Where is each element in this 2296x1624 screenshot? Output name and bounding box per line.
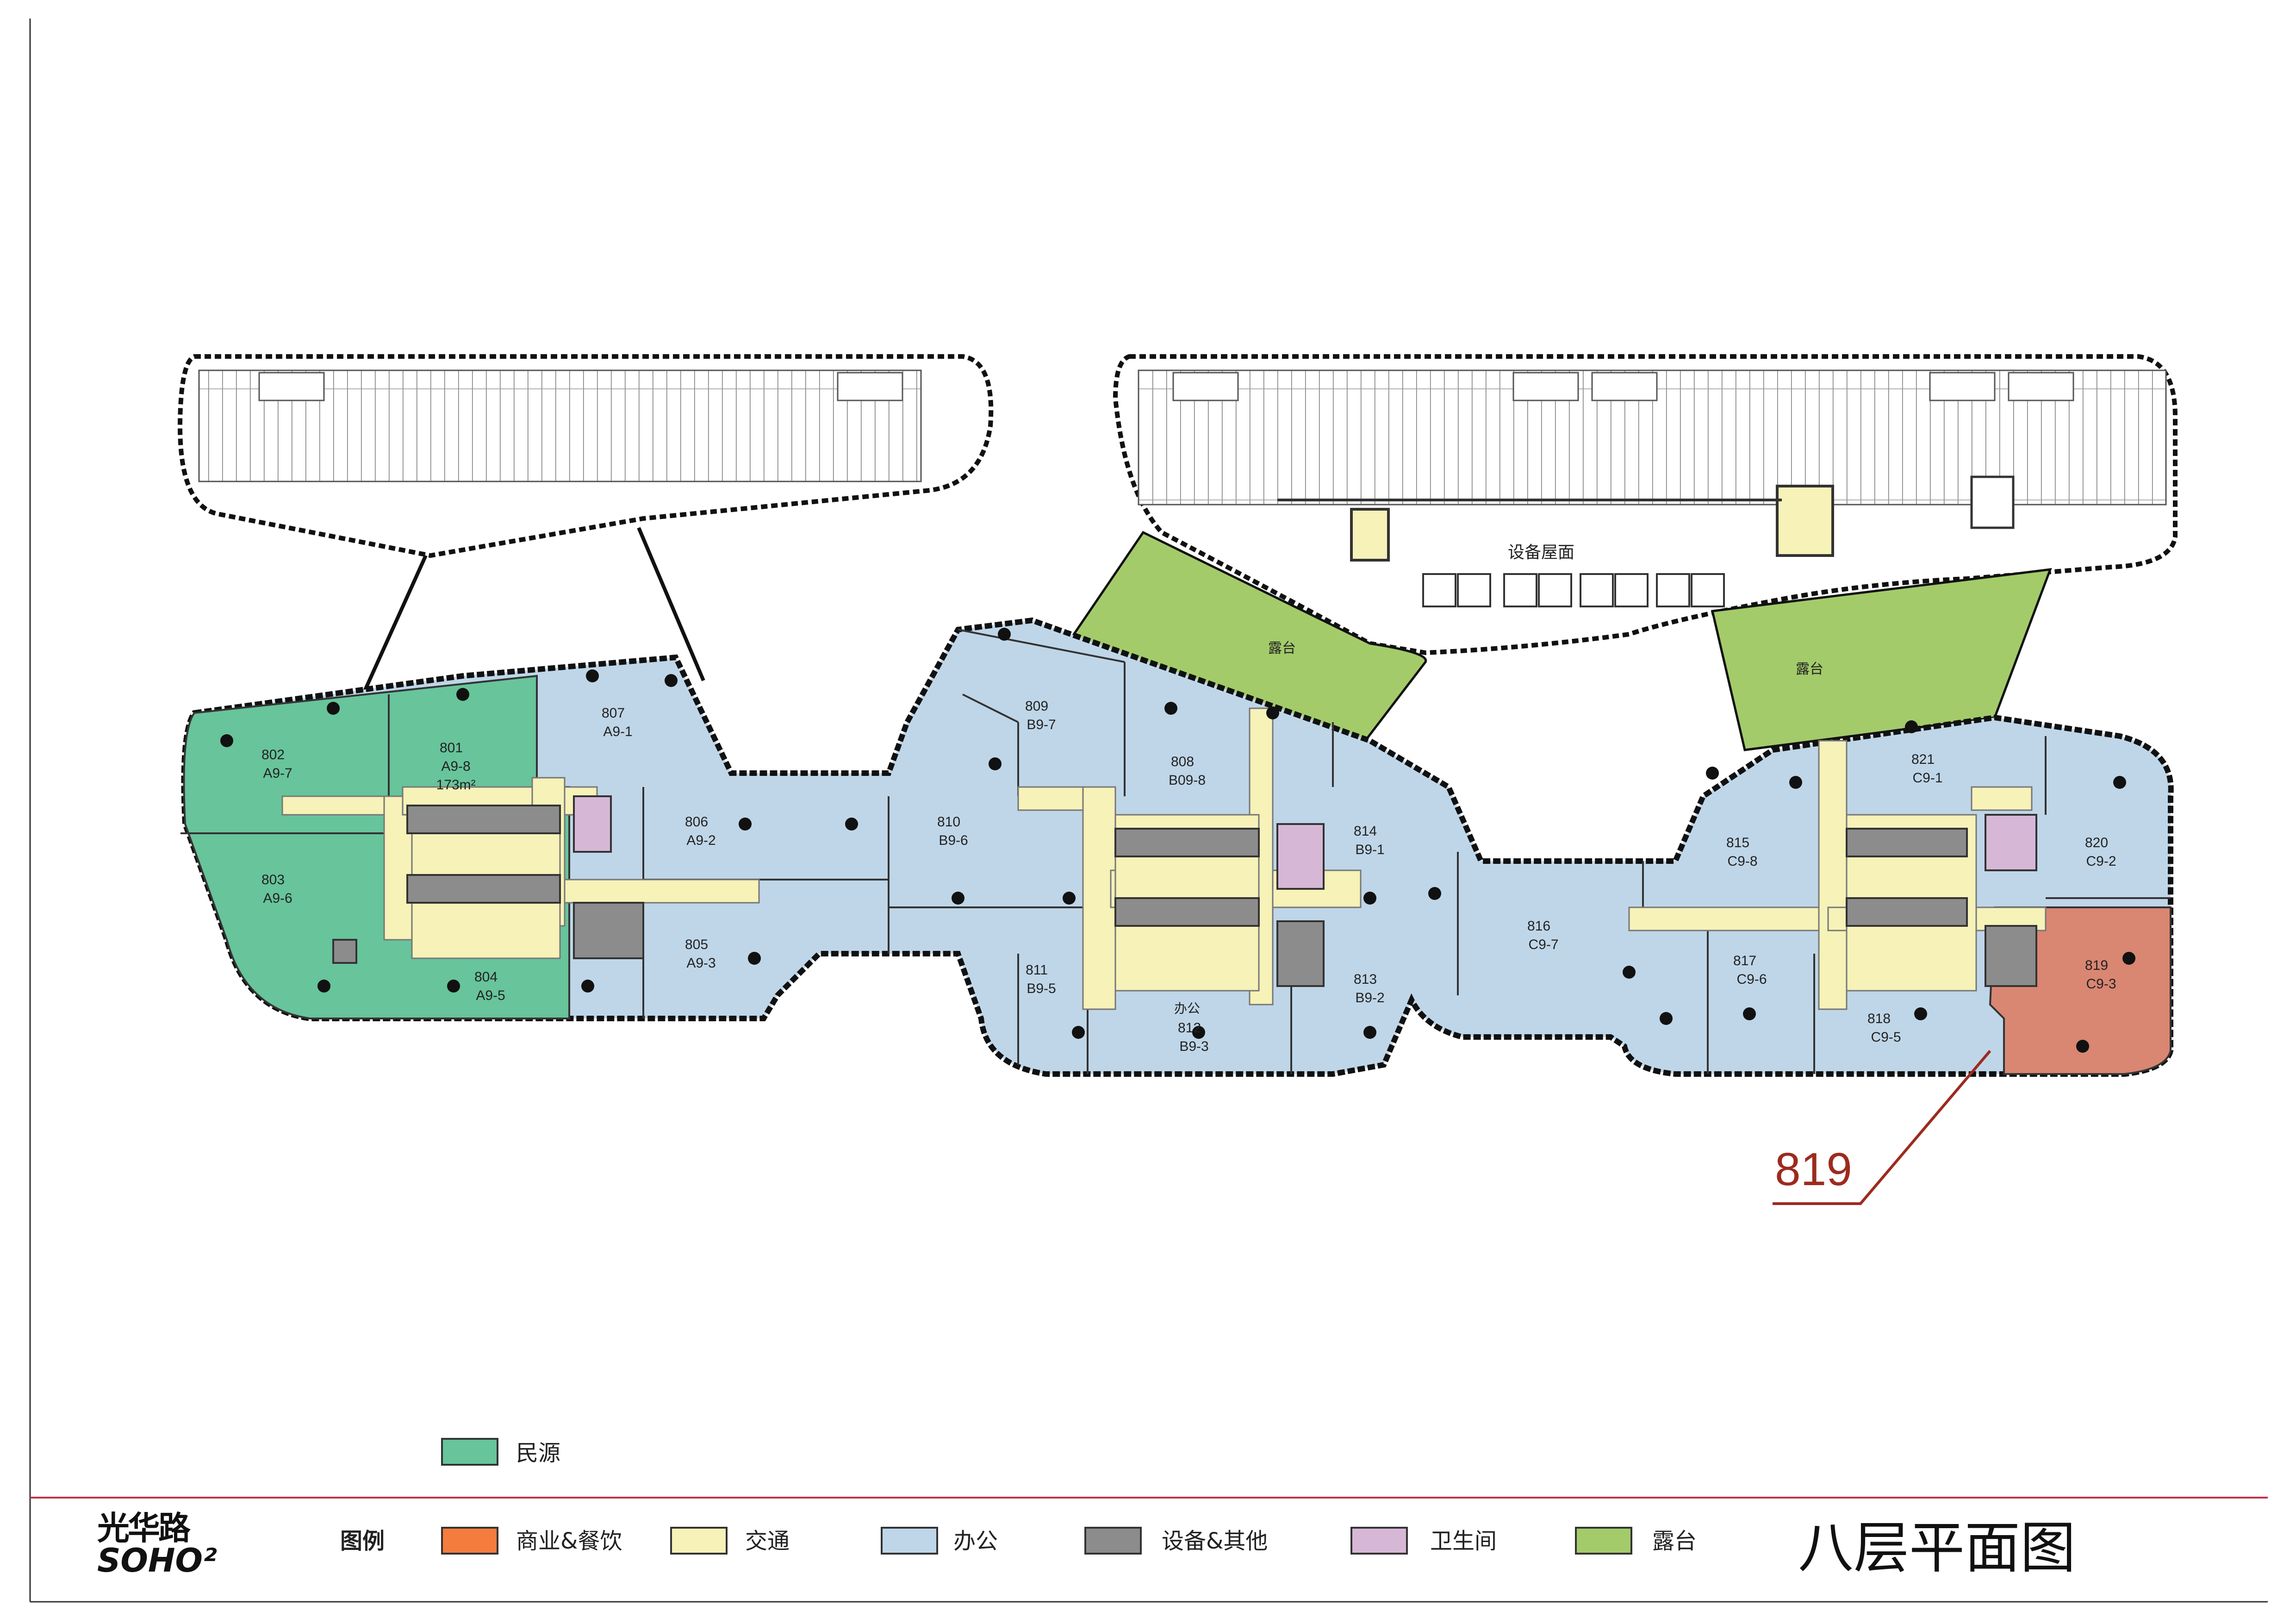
- svg-text:819: 819: [2085, 958, 2108, 973]
- floor-plate: [180, 617, 2174, 1077]
- svg-text:A9-6: A9-6: [263, 891, 292, 906]
- svg-text:办公: 办公: [953, 1528, 998, 1554]
- svg-text:光华路: 光华路: [97, 1509, 191, 1547]
- svg-text:813: 813: [1354, 972, 1377, 987]
- svg-text:819: 819: [1775, 1143, 1852, 1195]
- svg-text:B9-5: B9-5: [1027, 981, 1056, 996]
- svg-text:817: 817: [1733, 953, 1756, 968]
- svg-text:SOHO²: SOHO²: [97, 1542, 217, 1580]
- legend-swatch-traffic: [670, 1527, 728, 1555]
- svg-text:B9-3: B9-3: [1179, 1039, 1208, 1054]
- terrace-left: [1063, 531, 1427, 742]
- svg-text:B9-2: B9-2: [1355, 990, 1384, 1006]
- svg-text:816: 816: [1527, 918, 1550, 934]
- svg-text:设备&其他: 设备&其他: [1162, 1528, 1268, 1554]
- svg-text:807: 807: [602, 706, 625, 721]
- svg-text:民源: 民源: [516, 1440, 560, 1466]
- legend-top-item: 民源: [441, 1438, 560, 1466]
- terrace-left-label: 露台: [1268, 640, 1296, 656]
- legend-swatch-commercial: [441, 1527, 498, 1555]
- svg-text:A9-8: A9-8: [441, 759, 470, 774]
- svg-text:交通: 交通: [745, 1528, 790, 1554]
- legend-swatch-equipment: [1084, 1527, 1142, 1555]
- svg-text:A9-5: A9-5: [476, 988, 505, 1003]
- roof-block-bc: [1113, 354, 2178, 656]
- svg-text:A9-1: A9-1: [603, 724, 632, 739]
- svg-text:B09-8: B09-8: [1169, 773, 1206, 788]
- svg-text:808: 808: [1171, 754, 1194, 769]
- svg-text:B9-6: B9-6: [939, 833, 968, 848]
- svg-text:B9-1: B9-1: [1355, 842, 1384, 857]
- roof-block-a: [178, 354, 994, 700]
- svg-text:C9-7: C9-7: [1528, 937, 1558, 952]
- svg-text:803: 803: [261, 872, 285, 887]
- svg-text:173m²: 173m²: [436, 777, 475, 793]
- svg-text:821: 821: [1911, 752, 1935, 767]
- svg-text:815: 815: [1726, 835, 1749, 850]
- svg-text:818: 818: [1867, 1011, 1891, 1026]
- svg-text:801: 801: [440, 740, 463, 756]
- legend-title: 图例: [340, 1528, 385, 1554]
- svg-text:A9-3: A9-3: [686, 956, 716, 971]
- svg-text:卫生间: 卫生间: [1430, 1528, 1497, 1554]
- svg-text:C9-2: C9-2: [2086, 854, 2116, 869]
- logo: 光华路 SOHO²: [97, 1509, 217, 1580]
- svg-text:820: 820: [2085, 835, 2108, 850]
- svg-text:802: 802: [261, 747, 285, 762]
- svg-text:804: 804: [474, 969, 498, 985]
- legend-swatch-restroom: [1350, 1527, 1408, 1555]
- page-title: 八层平面图: [1798, 1516, 2076, 1580]
- legend-swatch-office: [881, 1527, 938, 1555]
- legend: 图例 商业&餐饮 交通 办公 设备&其他 卫生间 露台: [340, 1527, 1697, 1555]
- svg-text:露台: 露台: [1652, 1528, 1697, 1554]
- svg-text:812: 812: [1178, 1020, 1201, 1036]
- legend-swatch-minyuan: [441, 1438, 498, 1466]
- svg-text:C9-8: C9-8: [1727, 854, 1757, 869]
- office-tag-label: 办公: [1174, 1001, 1200, 1016]
- svg-text:商业&餐饮: 商业&餐饮: [516, 1528, 622, 1554]
- svg-text:814: 814: [1354, 824, 1377, 839]
- svg-text:B9-7: B9-7: [1027, 717, 1056, 732]
- svg-text:C9-5: C9-5: [1871, 1030, 1901, 1045]
- svg-text:C9-6: C9-6: [1736, 972, 1767, 987]
- svg-text:A9-2: A9-2: [686, 833, 716, 848]
- svg-text:810: 810: [937, 814, 960, 830]
- svg-text:A9-7: A9-7: [263, 766, 292, 781]
- svg-text:811: 811: [1026, 962, 1048, 978]
- legend-swatch-terrace: [1575, 1527, 1632, 1555]
- svg-text:C9-3: C9-3: [2086, 976, 2116, 992]
- svg-text:806: 806: [685, 814, 708, 830]
- unit-819-callout: 819: [1773, 1050, 1991, 1205]
- terrace-right-label: 露台: [1796, 661, 1823, 677]
- roof-equipment-label: 设备屋面: [1508, 543, 1574, 562]
- svg-text:805: 805: [685, 937, 708, 952]
- svg-text:809: 809: [1025, 699, 1048, 714]
- svg-text:C9-1: C9-1: [1912, 770, 1942, 786]
